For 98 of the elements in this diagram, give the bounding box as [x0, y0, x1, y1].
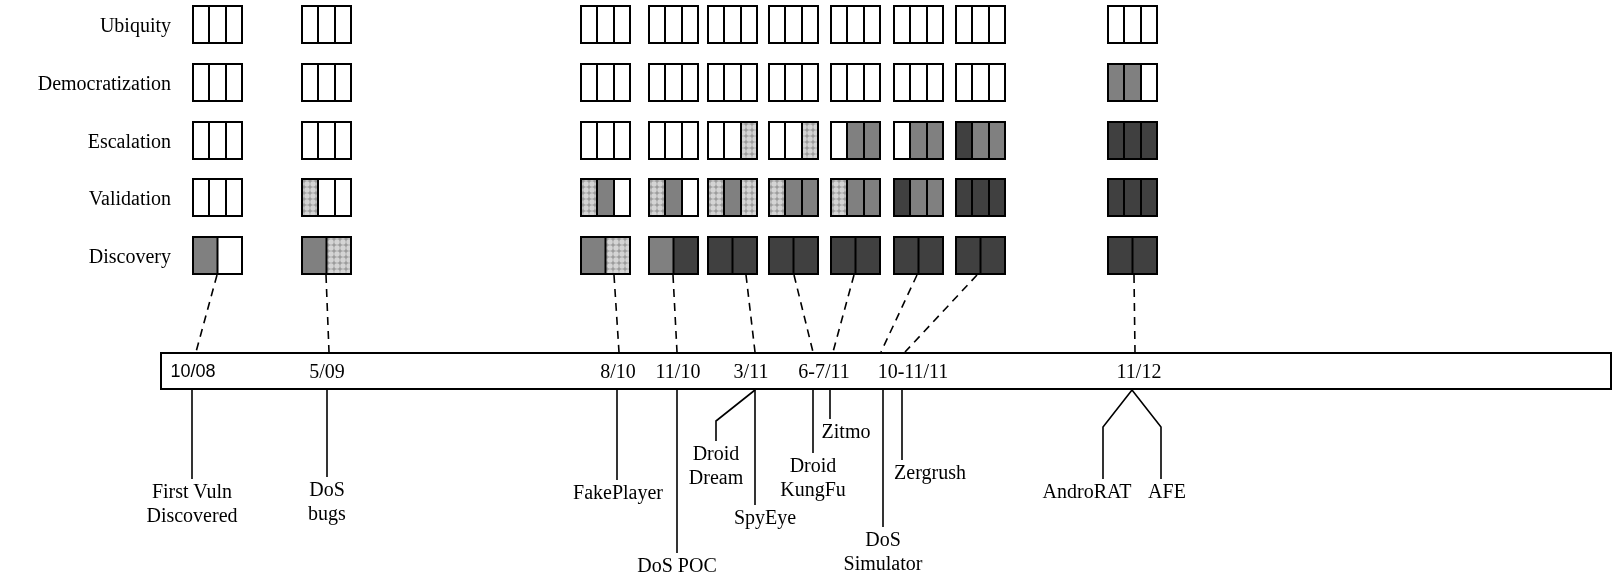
date-label: 11/10	[655, 359, 701, 383]
stage-box	[707, 121, 758, 160]
stage-box	[768, 63, 819, 102]
date-label: 8/10	[600, 359, 636, 383]
leader-line	[812, 389, 814, 454]
leader-line	[191, 389, 193, 480]
stage-box	[301, 63, 352, 102]
leader-line	[1131, 389, 1162, 480]
stage-box	[955, 178, 1006, 217]
row-label: Discovery	[88, 243, 171, 268]
event-label: First Vuln Discovered	[132, 479, 252, 527]
stage-box	[192, 178, 243, 217]
stage-box	[830, 236, 881, 275]
dashed-connector	[613, 274, 620, 353]
stage-box	[955, 121, 1006, 160]
event-label: AndroRAT	[1042, 479, 1132, 503]
event-label: AFE	[1148, 479, 1186, 503]
stage-box	[830, 5, 881, 44]
event-label: Droid Dream	[683, 441, 749, 489]
stage-box	[1107, 178, 1158, 217]
event-label: DoS Simulator	[837, 527, 929, 575]
stage-box	[301, 178, 352, 217]
stage-box	[707, 178, 758, 217]
leader-line	[901, 389, 903, 461]
stage-box	[893, 121, 944, 160]
timeline-bar	[160, 352, 1612, 390]
stage-box	[192, 5, 243, 44]
event-label: FakePlayer	[573, 480, 663, 504]
stage-box	[893, 63, 944, 102]
stage-box	[893, 178, 944, 217]
leader-line	[326, 389, 328, 478]
stage-box	[955, 63, 1006, 102]
stage-box	[648, 121, 699, 160]
dashed-connector	[745, 274, 756, 353]
date-label: 6-7/11	[798, 359, 850, 383]
leader-line	[829, 389, 831, 420]
stage-box	[192, 236, 243, 275]
event-label: Droid KungFu	[773, 453, 853, 501]
date-label: 11/12	[1116, 359, 1162, 383]
stage-box	[1107, 5, 1158, 44]
event-label: DoS bugs	[299, 477, 355, 525]
stage-box	[648, 178, 699, 217]
stage-box	[768, 5, 819, 44]
stage-box	[648, 236, 699, 275]
stage-box	[301, 5, 352, 44]
stage-box	[768, 236, 819, 275]
stage-box	[955, 236, 1006, 275]
event-label: Zergrush	[894, 460, 966, 484]
leader-line	[616, 389, 618, 481]
stage-box	[192, 63, 243, 102]
dashed-connector	[1133, 274, 1136, 353]
dashed-connector	[195, 274, 218, 353]
stage-box	[580, 236, 631, 275]
stage-box	[955, 5, 1006, 44]
row-label: Escalation	[87, 128, 171, 153]
stage-box	[1107, 63, 1158, 102]
dashed-connector	[880, 274, 918, 353]
date-label: 5/09	[309, 359, 345, 383]
stage-box	[580, 178, 631, 217]
stage-box	[768, 121, 819, 160]
stage-box	[580, 121, 631, 160]
event-label: SpyEye	[733, 505, 797, 529]
stage-box	[707, 63, 758, 102]
date-label: 10-11/11	[877, 359, 949, 383]
stage-box	[707, 236, 758, 275]
event-label: Zitmo	[821, 419, 871, 443]
stage-box	[192, 121, 243, 160]
leader-line	[676, 389, 678, 554]
leader-line	[882, 389, 884, 528]
dashed-connector	[904, 274, 978, 353]
leader-line	[754, 389, 756, 506]
row-label: Democratization	[37, 70, 171, 95]
event-label: DoS POC	[637, 553, 717, 577]
stage-box	[580, 63, 631, 102]
stage-box	[768, 178, 819, 217]
dashed-connector	[672, 274, 678, 353]
stage-box	[830, 121, 881, 160]
stage-box	[1107, 236, 1158, 275]
stage-box	[707, 5, 758, 44]
row-label: Validation	[88, 185, 171, 210]
stage-box	[648, 63, 699, 102]
stage-box	[580, 5, 631, 44]
stage-box	[893, 236, 944, 275]
stage-box	[301, 121, 352, 160]
date-label: 3/11	[733, 359, 769, 383]
stage-box	[830, 178, 881, 217]
stage-box	[648, 5, 699, 44]
stage-box	[830, 63, 881, 102]
row-label: Ubiquity	[99, 12, 171, 37]
dashed-connector	[793, 274, 814, 353]
stage-box	[301, 236, 352, 275]
leader-line	[715, 389, 756, 442]
leader-line	[1102, 389, 1133, 480]
dashed-connector	[832, 274, 855, 353]
stage-box	[893, 5, 944, 44]
dashed-connector	[325, 274, 330, 353]
stage-box	[1107, 121, 1158, 160]
date-label: 10/08	[170, 360, 216, 383]
